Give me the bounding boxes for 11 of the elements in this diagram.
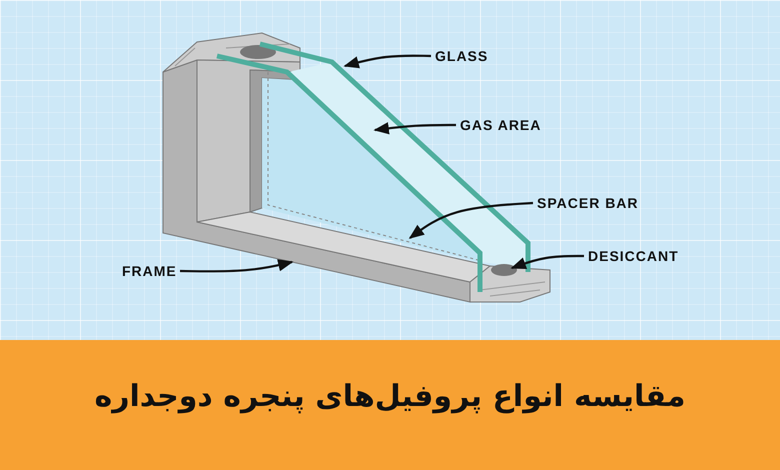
leader-arrow — [373, 122, 456, 134]
title: مقایسه انواع پروفیل‌های پنجره دوجداره — [94, 378, 686, 416]
leader-arrow — [510, 254, 584, 270]
part-label: SPACER BAR — [537, 195, 639, 211]
leader-arrow — [408, 202, 534, 239]
leader-arrow — [180, 259, 294, 272]
part-label: FRAME — [122, 263, 177, 279]
leader-arrow — [344, 54, 432, 68]
part-label: GLASS — [435, 48, 488, 64]
part-label: GAS AREA — [460, 117, 542, 133]
part-label: DESICCANT — [588, 248, 679, 264]
